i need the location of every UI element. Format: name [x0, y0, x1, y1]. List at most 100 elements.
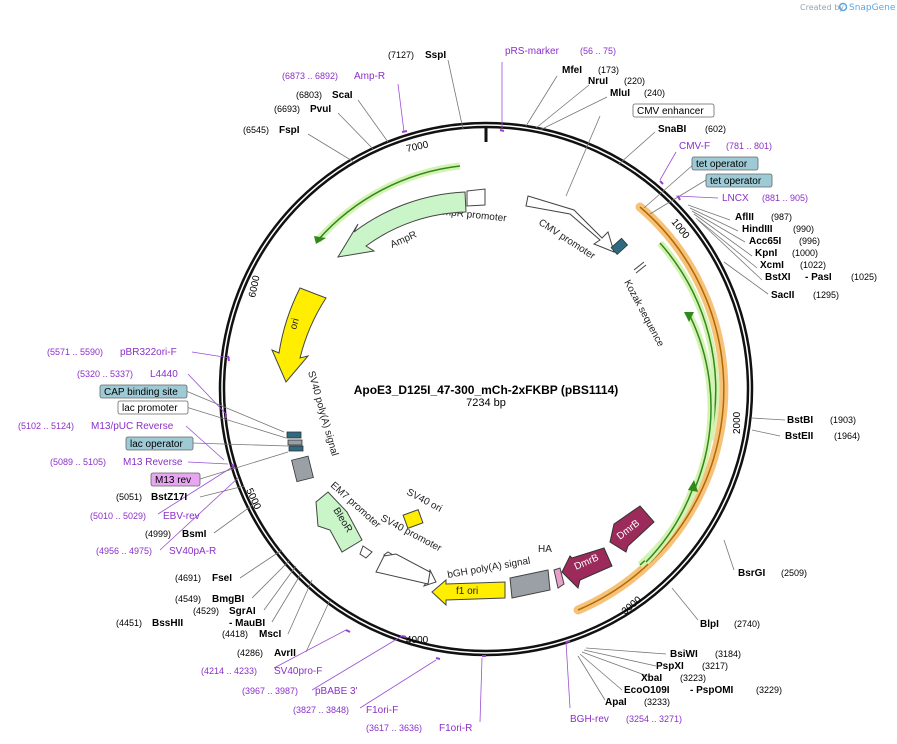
- enzyme-snabi[interactable]: SnaBI: [658, 124, 687, 135]
- sv40-polya-label: SV40 poly(A) signal: [305, 370, 340, 457]
- primer-pos-m13-puc: (5102 .. 5124): [18, 421, 74, 431]
- credit-brand[interactable]: SnapGene: [849, 3, 896, 13]
- tet-operator-2-box[interactable]: [705, 173, 773, 188]
- enzyme-pos-fsei: (4691): [175, 573, 201, 583]
- enzyme-hindiii[interactable]: HindIII: [742, 224, 773, 235]
- enzyme-xcmi[interactable]: XcmI: [760, 260, 784, 271]
- misc-feature-1[interactable]: [286, 431, 302, 439]
- enzyme-pos-avrii: (4286): [237, 648, 263, 658]
- f1-ori-arrow[interactable]: [431, 578, 506, 607]
- primer-l4440[interactable]: L4440: [150, 369, 178, 380]
- kozak-marker-1: [633, 261, 645, 271]
- em7-promoter-arrow[interactable]: [359, 545, 373, 559]
- primer-pos-lncx: (881 .. 905): [762, 193, 808, 203]
- primer-bgh-rev[interactable]: BGH-rev: [570, 714, 609, 725]
- enzyme-pasi[interactable]: - PasI: [805, 272, 832, 283]
- cmv-enhancer-box[interactable]: [632, 103, 715, 118]
- enzyme-bsshii[interactable]: BssHII: [152, 618, 183, 629]
- enzyme-pos-kpni: (1000): [792, 248, 818, 258]
- enzyme-pos-bstz17i: (5051): [116, 492, 142, 502]
- ha-tag-box[interactable]: [553, 567, 565, 589]
- enzyme-pos-msci: (4418): [222, 629, 248, 639]
- enzyme-pos-bstbi: (1903): [830, 415, 856, 425]
- enzyme-pvui[interactable]: PvuI: [310, 104, 331, 115]
- sv40-promoter-body[interactable]: [375, 553, 431, 585]
- misc-feature-2[interactable]: [287, 439, 303, 446]
- enzyme-xbai[interactable]: XbaI: [641, 673, 662, 684]
- m13-rev-box[interactable]: [150, 472, 201, 487]
- enzyme-avrii[interactable]: AvrII: [274, 648, 296, 659]
- tet-operator-1-box[interactable]: [691, 156, 759, 171]
- primer-m13-puc-reverse[interactable]: M13/pUC Reverse: [91, 421, 174, 432]
- sv40-polya-box[interactable]: [291, 455, 314, 483]
- enzyme-bstz17i[interactable]: BstZ17I: [151, 492, 187, 503]
- enzyme-bmgbi[interactable]: BmgBI: [212, 594, 244, 605]
- enzyme-aflii[interactable]: AflII: [735, 212, 754, 223]
- enzyme-bsteii[interactable]: BstEII: [785, 431, 814, 442]
- enzyme-pos-sspi: (7127): [388, 50, 414, 60]
- enzyme-fspi[interactable]: FspI: [279, 125, 300, 136]
- green-arc-top: [317, 165, 461, 241]
- ampr-arrow[interactable]: [337, 191, 467, 258]
- ha-label: HA: [538, 544, 552, 555]
- enzyme-bstxi[interactable]: BstXI: [765, 272, 791, 283]
- ori-arrow[interactable]: [271, 287, 327, 383]
- primer-amp-r[interactable]: Amp-R: [354, 71, 385, 82]
- primer-pos-amp-r: (6873 .. 6892): [282, 71, 338, 81]
- enzyme-eco0109i[interactable]: EcoO109I: [624, 685, 670, 696]
- dmrb-arrow-2[interactable]: [609, 505, 655, 553]
- primer-lncx[interactable]: LNCX: [722, 193, 749, 204]
- enzyme-scai[interactable]: ScaI: [332, 90, 353, 101]
- enzyme-pos-sgrai: (4529): [193, 606, 219, 616]
- green-arrowhead-3: [314, 236, 326, 244]
- enzyme-fsei[interactable]: FseI: [212, 573, 232, 584]
- dmrb-arrow-1[interactable]: [561, 547, 613, 589]
- lac-promoter-box[interactable]: [117, 400, 189, 415]
- enzyme-mlui[interactable]: MluI: [610, 88, 630, 99]
- enzyme-bsmi[interactable]: BsmI: [182, 529, 207, 540]
- misc-feature-3[interactable]: [288, 445, 304, 452]
- enzyme-pos-blpi: (2740): [734, 619, 760, 629]
- primer-cmv-f[interactable]: CMV-F: [679, 141, 710, 152]
- enzyme-sgrai[interactable]: SgrAI: [229, 606, 256, 617]
- primer-sv40pro-f[interactable]: SV40pro-F: [274, 666, 322, 677]
- primer-sv40pa-r[interactable]: SV40pA-R: [169, 546, 216, 557]
- primer-pbr322ori-f[interactable]: pBR322ori-F: [120, 347, 177, 358]
- green-arc-lower: [645, 487, 694, 563]
- enzyme-blpi[interactable]: BlpI: [700, 619, 719, 630]
- sv40-ori-box[interactable]: [402, 509, 424, 529]
- enzyme-mfei[interactable]: MfeI: [562, 65, 582, 76]
- enzyme-msci[interactable]: MscI: [259, 629, 281, 640]
- ampr-promoter-arrow[interactable]: [466, 188, 486, 207]
- primer-ebv-rev[interactable]: EBV-rev: [163, 511, 200, 522]
- primer-prs-marker[interactable]: pRS-marker: [505, 46, 560, 57]
- enzyme-bstbi[interactable]: BstBI: [787, 415, 813, 426]
- enzyme-nrui[interactable]: NruI: [588, 76, 608, 87]
- enzyme-acc65i[interactable]: Acc65I: [749, 236, 781, 247]
- lac-operator-box[interactable]: [125, 436, 194, 451]
- kozak-label: Kozak sequence: [621, 278, 666, 349]
- enzyme-sspi[interactable]: SspI: [425, 50, 446, 61]
- primer-f1ori-r[interactable]: F1ori-R: [439, 723, 472, 734]
- cmv-promoter-arrow[interactable]: [525, 195, 615, 253]
- primer-f1ori-f[interactable]: F1ori-F: [366, 705, 398, 716]
- enzyme-maubi[interactable]: - MauBI: [229, 618, 265, 629]
- bleor-arrow[interactable]: [315, 491, 363, 553]
- orf-track-line: [577, 206, 725, 611]
- cap-binding-site-box[interactable]: [99, 384, 188, 399]
- enzyme-sacii[interactable]: SacII: [771, 290, 795, 301]
- enzyme-bsiwi[interactable]: BsiWI: [670, 649, 698, 660]
- enzyme-pspxi[interactable]: PspXI: [656, 661, 684, 672]
- enzyme-bsrgi[interactable]: BsrGI: [738, 568, 765, 579]
- enzyme-pos-pspxi: (3217): [702, 661, 728, 671]
- enzyme-apai[interactable]: ApaI: [605, 697, 627, 708]
- tet-operator-box[interactable]: [610, 237, 629, 255]
- enzyme-pspomi[interactable]: - PspOMI: [690, 685, 734, 696]
- primer-m13-reverse[interactable]: M13 Reverse: [123, 457, 183, 468]
- primer-pbabe-3[interactable]: pBABE 3': [315, 686, 358, 697]
- enzyme-pos-bsteii: (1964): [834, 431, 860, 441]
- enzyme-pos-bsiwi: (3184): [715, 649, 741, 659]
- lac-operator-label: lac operator: [130, 439, 183, 450]
- enzyme-kpni[interactable]: KpnI: [755, 248, 777, 259]
- bgh-polya-box[interactable]: [509, 569, 551, 599]
